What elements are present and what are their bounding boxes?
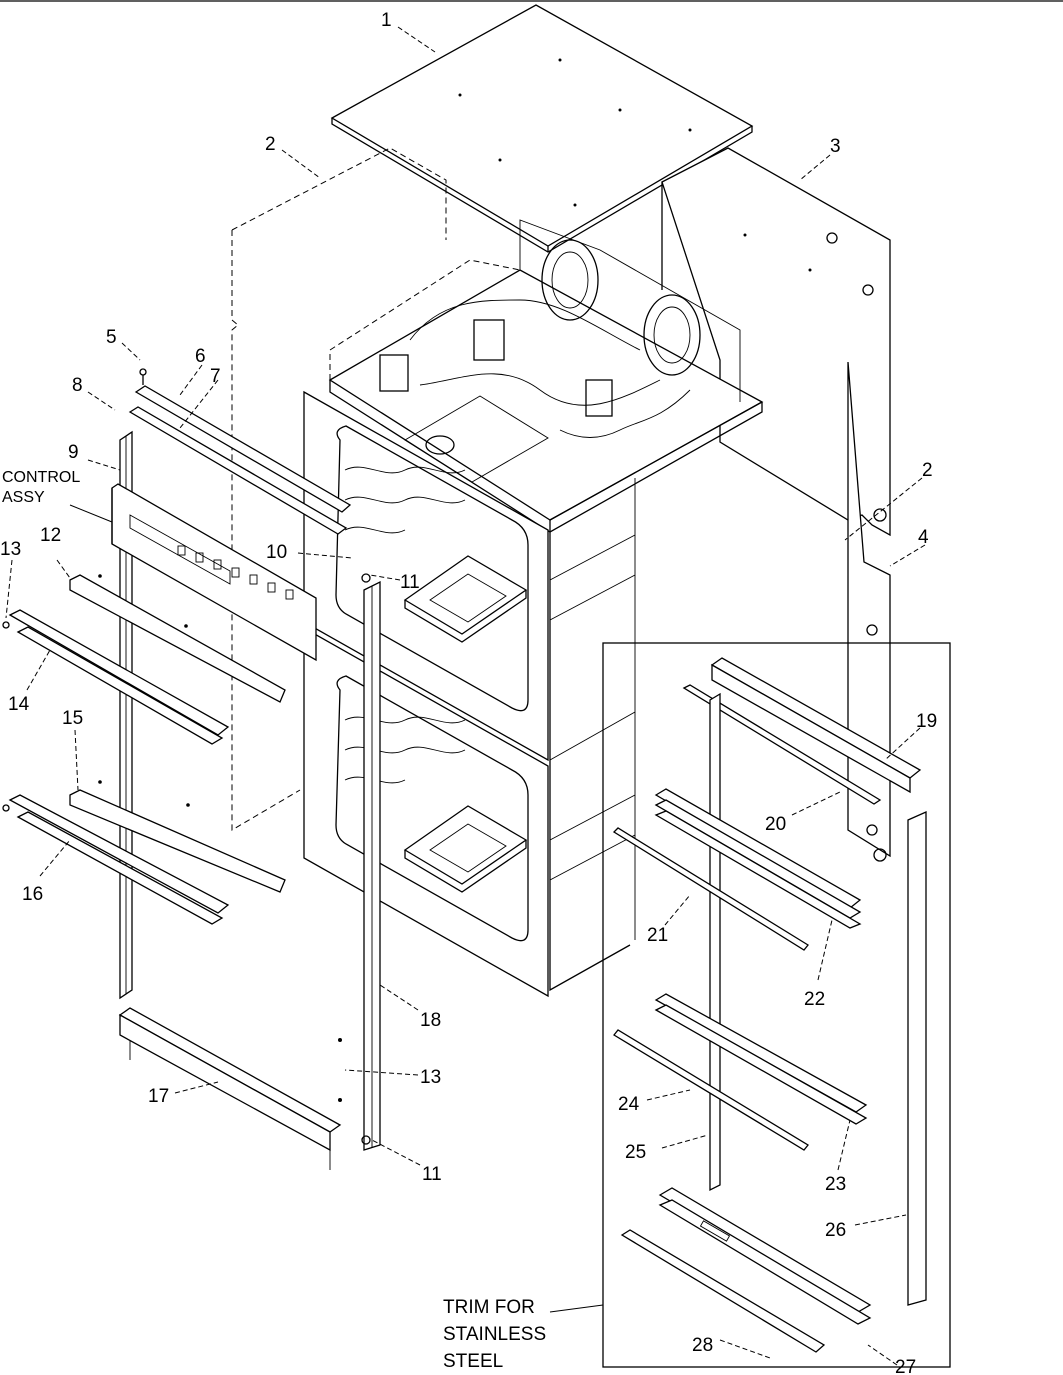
trim-note-line2: STAINLESS	[443, 1324, 546, 1345]
callout-14: 14	[8, 694, 30, 715]
callout-13-lower: 13	[420, 1067, 441, 1088]
trim-note-line1: TRIM FOR	[443, 1297, 535, 1318]
callout-24: 24	[618, 1094, 640, 1115]
callout-1: 1	[381, 10, 392, 31]
callout-2-right: 2	[922, 460, 933, 481]
callout-22: 22	[804, 989, 825, 1010]
part-6-7-top-trim	[128, 368, 352, 535]
callout-15: 15	[62, 708, 83, 729]
callout-18: 18	[420, 1010, 441, 1031]
control-assy	[111, 483, 317, 662]
part-17-bottom-trim	[118, 1007, 342, 1170]
callout-8: 8	[72, 375, 83, 396]
callout-7: 7	[210, 366, 221, 387]
callout-12: 12	[40, 525, 61, 546]
callout-19: 19	[916, 711, 937, 732]
callout-20: 20	[765, 814, 786, 835]
stainless-trim-box	[602, 642, 951, 1368]
callout-11-upper: 11	[400, 572, 420, 593]
trim-note-line3: STEEL	[443, 1351, 503, 1372]
callout-9: 9	[68, 442, 79, 463]
callout-11-lower: 11	[422, 1164, 442, 1185]
callout-27: 27	[895, 1357, 916, 1375]
control-assy-label-line2: ASSY	[2, 489, 45, 506]
callout-28: 28	[692, 1335, 713, 1356]
oven-top-frame	[328, 219, 764, 533]
leader-lines	[5, 26, 926, 1366]
notes: CONTROL ASSY TRIM FOR STAINLESS STEEL	[2, 469, 546, 1372]
callout-13-left: 13	[0, 539, 21, 560]
callout-21: 21	[647, 925, 668, 946]
callout-6: 6	[195, 346, 206, 367]
callout-17: 17	[148, 1086, 169, 1107]
control-assy-label-line1: CONTROL	[2, 469, 80, 486]
part-15-16-lower-rail	[2, 780, 286, 925]
part-2-left-side-panel	[231, 147, 447, 831]
callout-16: 16	[22, 884, 43, 905]
callout-5: 5	[106, 327, 117, 348]
callout-26: 26	[825, 1220, 846, 1241]
part-12-14-upper-rail	[2, 574, 286, 745]
callout-25: 25	[625, 1142, 646, 1163]
callout-2-top: 2	[265, 134, 276, 155]
callout-labels: 1 2 3 2 4 5 6 7 8 9 10 11 12 13 14 15 16…	[0, 10, 937, 1375]
callout-10: 10	[266, 542, 287, 563]
callout-3: 3	[830, 136, 841, 157]
part-3-right-side-panel	[661, 147, 891, 537]
part-18-center-vertical-trim	[338, 573, 381, 1151]
part-1-top-panel	[330, 4, 754, 253]
callout-23: 23	[825, 1174, 846, 1195]
callout-4: 4	[918, 527, 929, 548]
